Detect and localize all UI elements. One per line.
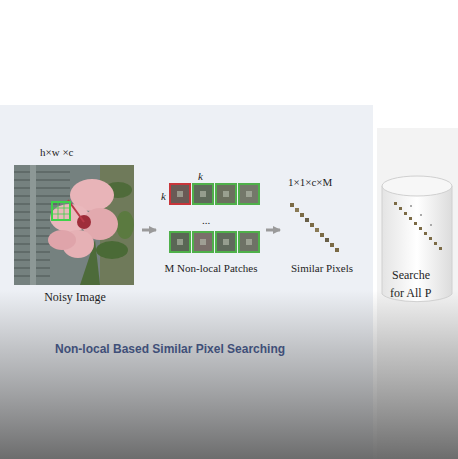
search-cylinder: Searche for All P [380, 172, 454, 307]
section-caption: Non-local Based Similar Pixel Searching [55, 342, 285, 356]
node-heading: h×w ×c [40, 146, 73, 159]
image-node: h×w ×c Noisy Image [10, 144, 140, 306]
node-label: M Non-local Patches [165, 262, 258, 275]
patches-node: k k... M Non-local Patches [158, 170, 264, 290]
node-label: Noisy Image [44, 290, 106, 304]
similar-pixel-dots [290, 203, 339, 252]
node-heading: Searche [392, 268, 430, 282]
patch-thumbnails [170, 184, 259, 252]
node-label: for All P [390, 286, 431, 300]
similar-pixels-node: 1×1×c×M Similar Pixels [282, 170, 362, 290]
node-label: k [198, 170, 203, 183]
node-label: ... [202, 214, 210, 227]
node-label: Similar Pixels [291, 262, 353, 275]
flow-arrow [266, 229, 280, 232]
flow-arrow [142, 229, 156, 232]
node-label: k [161, 190, 166, 203]
node-heading: 1×1×c×M [288, 176, 332, 189]
noisy-image [14, 165, 134, 285]
